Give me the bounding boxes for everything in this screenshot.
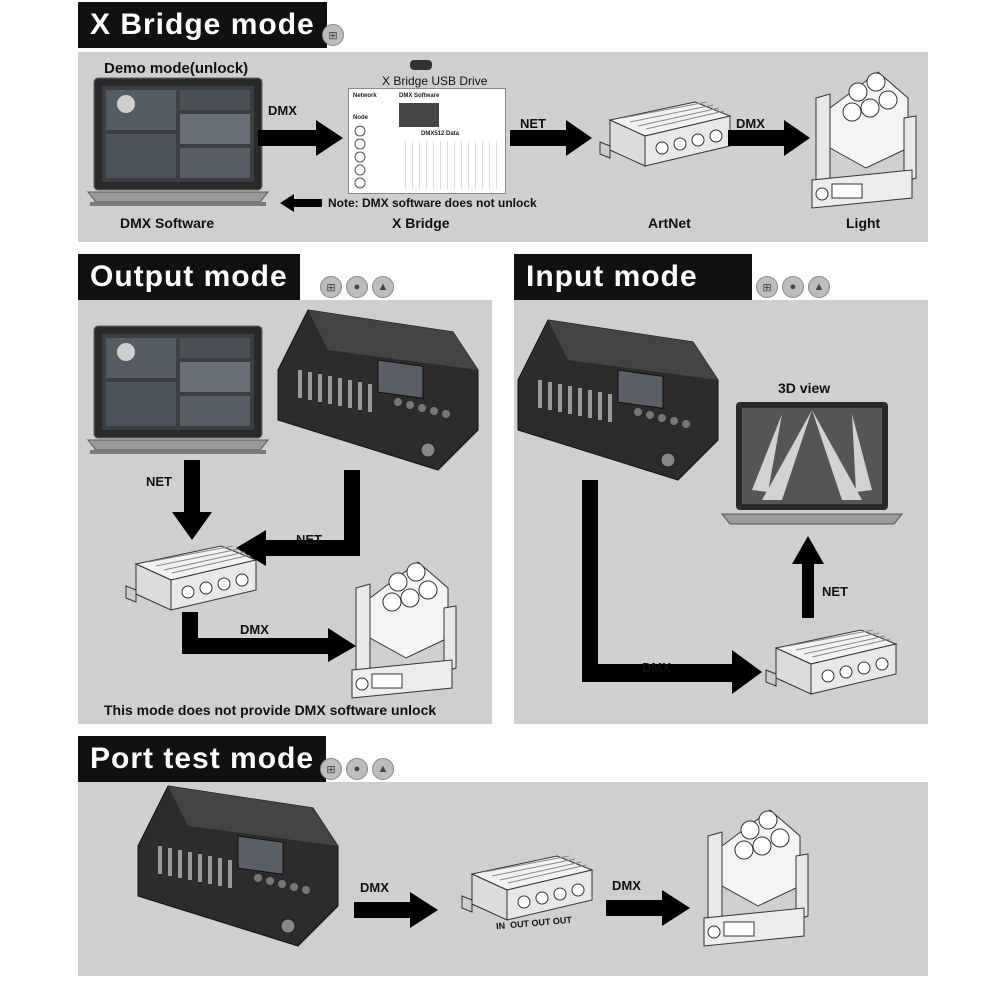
windows-icon: ⊞ — [322, 24, 344, 46]
lighting-console-image — [517, 319, 719, 481]
arrow-label-dmx: DMX — [736, 116, 765, 131]
laptop-image — [87, 77, 269, 207]
arrow-up-icon — [792, 536, 824, 618]
output-os-icons: ⊞ ● ▲ — [320, 276, 394, 298]
arrow-left-icon — [280, 194, 322, 212]
arrow-right-icon — [258, 120, 343, 156]
data-label: DMX512 Data — [421, 131, 460, 137]
apple-icon: ● — [346, 276, 368, 298]
bridge-note: Note: DMX software does not unlock — [328, 196, 537, 210]
windows-icon: ⊞ — [756, 276, 778, 298]
laptop-image — [87, 325, 269, 455]
demo-mode-label: Demo mode(unlock) — [104, 60, 249, 77]
x-bridge-window: Network Node DMX Software DMX512 Data — [348, 88, 506, 194]
arrow-label-net: NET — [520, 116, 546, 131]
arrow-right-icon — [510, 120, 592, 156]
moving-head-light-image — [811, 71, 917, 209]
arrow-label-net: NET — [296, 532, 322, 547]
node-label: Node — [353, 115, 368, 121]
input-title: Input mode — [514, 254, 752, 300]
lighting-console-image — [137, 785, 339, 947]
arrow-label-dmx: DMX — [268, 103, 297, 118]
arrow-label-dmx: DMX — [612, 878, 641, 893]
moving-head-light-image — [351, 561, 457, 699]
data-grid — [399, 141, 499, 189]
software-label: DMX Software — [399, 93, 440, 99]
artnet-node-image — [599, 101, 731, 167]
arrow-label-net: NET — [146, 474, 172, 489]
arrow-down-right-icon — [582, 480, 762, 694]
windows-icon: ⊞ — [320, 276, 342, 298]
lighting-console-image — [277, 309, 479, 471]
caption-light: Light — [846, 215, 881, 231]
input-os-icons: ⊞ ● ▲ — [756, 276, 830, 298]
arrow-right-icon — [606, 890, 690, 926]
software-thumb — [399, 103, 439, 127]
output-title: Output mode — [78, 254, 300, 300]
caption-dmx-software: DMX Software — [120, 215, 215, 231]
artnet-node-image — [125, 545, 257, 611]
laptop-3d-view-image — [720, 402, 904, 525]
node-list — [353, 125, 391, 191]
android-icon: ▲ — [808, 276, 830, 298]
bridge-title: X Bridge mode — [78, 2, 327, 48]
artnet-node-image — [765, 629, 897, 695]
arrow-label-dmx: DMX — [360, 880, 389, 895]
arrow-label-net: NET — [822, 584, 848, 599]
apple-icon: ● — [782, 276, 804, 298]
port-os-icons: ⊞ ● ▲ — [320, 758, 394, 780]
network-label: Network — [353, 93, 377, 99]
moving-head-light-image — [703, 809, 809, 947]
arrow-right-icon — [182, 612, 356, 662]
port-title: Port test mode — [78, 736, 327, 782]
usb-drive-label: X Bridge USB Drive — [382, 74, 488, 88]
android-icon: ▲ — [372, 276, 394, 298]
arrow-right-icon — [728, 120, 810, 156]
arrow-right-icon — [354, 892, 438, 928]
android-icon: ▲ — [372, 758, 394, 780]
caption-artnet: ArtNet — [648, 215, 691, 231]
bridge-os-icons: ⊞ — [322, 24, 344, 46]
apple-icon: ● — [346, 758, 368, 780]
3d-view-label: 3D view — [778, 380, 831, 396]
usb-drive-icon — [410, 60, 432, 70]
artnet-node-image — [461, 855, 593, 921]
arrow-down-icon — [172, 460, 212, 540]
arrow-label-dmx: DMX — [642, 660, 671, 675]
caption-x-bridge: X Bridge — [392, 215, 450, 231]
arrow-label-dmx: DMX — [240, 622, 269, 637]
arrow-left-icon — [236, 470, 360, 566]
windows-icon: ⊞ — [320, 758, 342, 780]
output-note: This mode does not provide DMX software … — [104, 702, 437, 718]
